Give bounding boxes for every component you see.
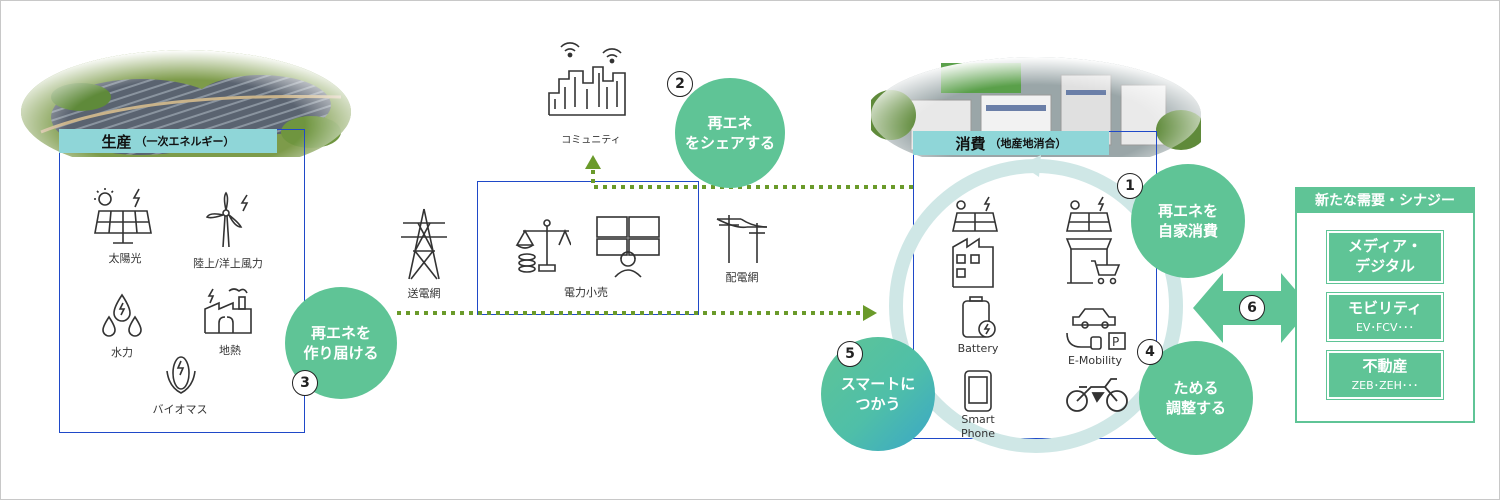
smartphone-icon [964, 370, 992, 412]
step-number-6: 6 [1239, 295, 1265, 321]
smartphone-label-line2: Phone [960, 427, 996, 440]
tile-media-title-1: メディア・ [1348, 237, 1422, 255]
hydro-label: 水力 [111, 346, 133, 359]
wind-turbine-icon [205, 191, 249, 248]
solar-factory-icon [952, 196, 998, 288]
step-number-3: 3 [292, 370, 318, 396]
step-number-4: 4 [1137, 339, 1163, 365]
geothermal-plant-icon [204, 288, 252, 334]
tile-realestate-sub: ZEB･ZEH･･･ [1351, 378, 1419, 392]
battery-icon [962, 296, 996, 338]
transmission-tower-icon [401, 208, 447, 280]
step-share-circle: 再エネ をシェアする [675, 78, 785, 188]
corn-biomass-icon [166, 356, 196, 394]
consumption-subtitle: （地産地消合） [989, 137, 1067, 150]
smartphone-label: Smart Phone [947, 413, 1009, 441]
consumption-header: 消費 （地産地消合） [913, 131, 1109, 155]
solar-panel-icon [94, 188, 152, 244]
water-drops-icon [102, 293, 142, 337]
production-header: 生産 （一次エネルギー） [59, 129, 277, 153]
retail-label: 電力小売 [564, 286, 608, 299]
tile-media-title-2: デジタル [1355, 256, 1415, 275]
solar-label: 太陽光 [108, 252, 142, 265]
solar-shop-cart-icon [1065, 196, 1121, 285]
new-demand-title: 新たな需要・シナジー [1295, 187, 1475, 213]
step-number-1: 1 [1117, 173, 1143, 199]
production-title: 生産 [101, 132, 132, 151]
step-self-consume-circle: 再エネを 自家消費 [1131, 164, 1245, 278]
geothermal-label: 地熱 [219, 344, 241, 357]
motorcycle-icon [1066, 378, 1128, 412]
community-label: コミュニティ [561, 135, 621, 146]
step-number-2: 2 [667, 71, 693, 97]
community-buildings-icon [548, 42, 626, 116]
consumption-title: 消費 [955, 134, 986, 153]
tile-real-estate: 不動産 ZEB･ZEH･･･ [1326, 350, 1444, 400]
tile-mobility-title: モビリティ [1347, 299, 1423, 317]
ev-charging-icon: P [1066, 308, 1126, 350]
utility-poles-icon [716, 215, 768, 263]
tile-mobility: モビリティ EV･FCV･･･ [1326, 292, 1444, 342]
emobility-label: E-Mobility [1067, 354, 1123, 367]
wind-label: 陸上/洋上風力 [193, 257, 263, 270]
cycle-ring [889, 155, 1183, 453]
tile-mobility-sub: EV･FCV･･･ [1355, 320, 1414, 334]
tile-media-digital: メディア・ デジタル [1326, 230, 1444, 284]
scale-coins-icon [515, 219, 571, 273]
arrow-head-right [863, 305, 877, 321]
production-subtitle: （一次エネルギー） [135, 135, 235, 148]
arrow-head-up [585, 155, 601, 169]
transmission-label: 送電網 [407, 287, 441, 300]
arrow-consumption-to-community [591, 167, 913, 189]
battery-label: Battery [957, 342, 999, 355]
biomass-label: バイオマス [152, 403, 208, 416]
step-number-5: 5 [837, 341, 863, 367]
tile-realestate-title: 不動産 [1362, 357, 1408, 375]
svg-text:P: P [1112, 335, 1119, 349]
smartphone-label-line1: Smart [961, 413, 995, 426]
operator-monitors-icon [596, 216, 660, 278]
distribution-label: 配電網 [725, 271, 759, 284]
